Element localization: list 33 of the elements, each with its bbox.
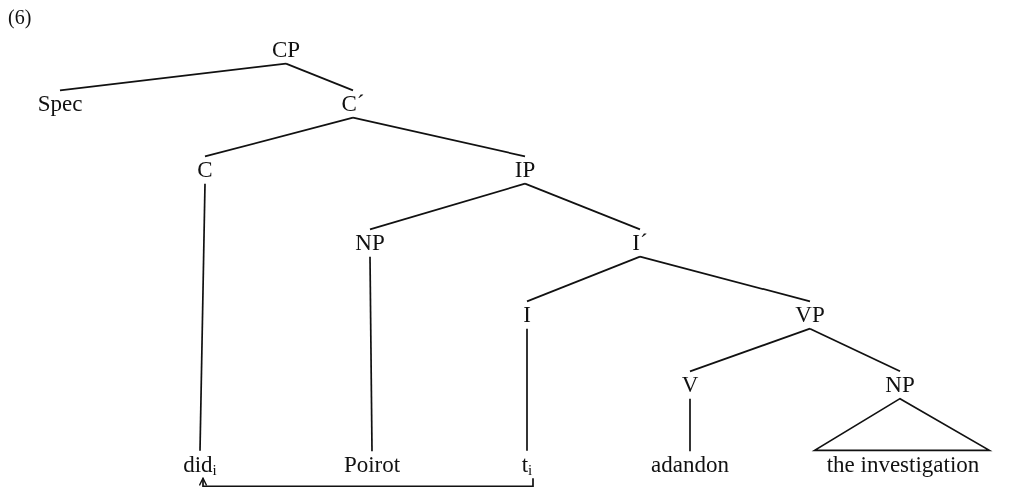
branch-line <box>199 182 206 452</box>
branch-line <box>204 116 354 158</box>
category-label: CP <box>271 37 301 63</box>
word-label: did$_{i}$ <box>183 451 217 479</box>
branch-line <box>352 116 526 158</box>
category-label: IP <box>514 157 536 183</box>
branch-line <box>689 327 811 373</box>
branch-line <box>524 182 641 231</box>
category-label: C <box>197 157 213 183</box>
word-label: t$_{i}$ <box>521 451 533 479</box>
category-label: NP <box>885 372 915 398</box>
category-label: I´ <box>632 230 648 256</box>
word-label: the investigation <box>826 452 980 478</box>
category-label: Spec <box>37 91 83 117</box>
category-label: I <box>523 302 531 328</box>
category-label: C´ <box>341 91 365 117</box>
category-label: V <box>681 372 699 398</box>
triangle-branch <box>811 397 993 452</box>
branch-line <box>639 255 811 303</box>
branch-line <box>285 62 354 92</box>
branch-line <box>526 327 528 452</box>
word-label: adandon <box>651 452 729 478</box>
branch-line <box>689 397 691 453</box>
branch-line <box>526 255 641 303</box>
example-number: (6) <box>8 6 32 29</box>
branch-line <box>59 62 287 92</box>
word-label: Poirot <box>343 452 401 478</box>
branch-line <box>809 327 901 373</box>
category-label: VP <box>795 302 825 328</box>
category-label: NP <box>355 230 385 256</box>
movement-arrow <box>198 477 534 488</box>
branch-line <box>369 255 373 453</box>
branch-line <box>369 182 526 231</box>
